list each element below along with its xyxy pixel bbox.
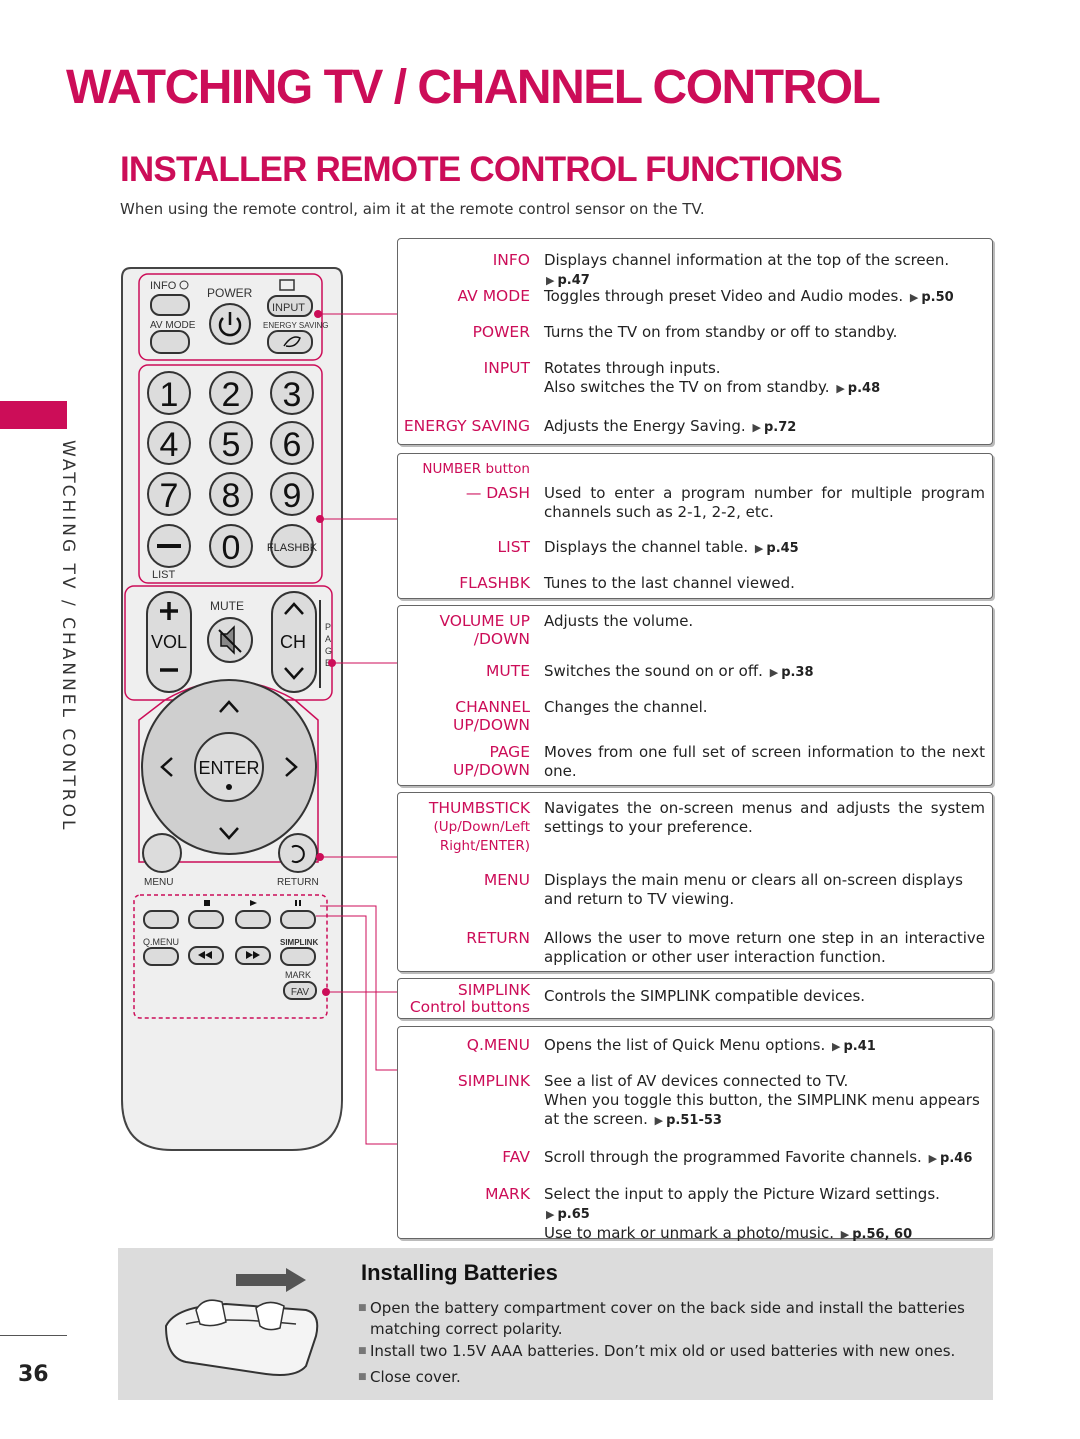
svg-text:SIMPLINK: SIMPLINK <box>280 938 318 947</box>
enter-label: ENTER <box>198 758 259 778</box>
info-button[interactable]: INFO <box>150 280 190 316</box>
svg-text:A: A <box>325 634 331 644</box>
battery-cover-illustration <box>164 1268 319 1376</box>
input-button[interactable]: INPUT <box>267 279 313 317</box>
digit-0-button[interactable]: 0 <box>209 524 253 568</box>
digit-8-button[interactable]: 8 <box>209 472 253 516</box>
svg-text:AV MODE: AV MODE <box>150 320 196 331</box>
page-number: 36 <box>18 1362 49 1387</box>
simplink-button[interactable]: SIMPLINK <box>280 938 318 966</box>
page-ref: p.50 <box>908 290 954 305</box>
section-title: INSTALLER REMOTE CONTROL FUNCTIONS <box>120 150 843 189</box>
qmenu-button[interactable]: Q.MENU <box>143 937 179 966</box>
svg-text:7: 7 <box>160 477 179 515</box>
energy-saving-button[interactable]: ENERGY SAVING <box>263 321 329 354</box>
page-ref: p.48 <box>834 381 880 396</box>
svg-text:1: 1 <box>160 376 179 414</box>
top-button-group <box>138 273 323 361</box>
channel-rocker[interactable]: CH <box>271 591 317 693</box>
side-chapter-label: WATCHING TV / CHANNEL CONTROL <box>58 440 78 833</box>
page-ref: p.72 <box>750 420 796 435</box>
page-ref: p.56, 60 <box>839 1227 912 1242</box>
svg-text:0: 0 <box>222 529 241 567</box>
page-ref: p.46 <box>927 1151 973 1166</box>
flashbk-button[interactable]: FLASHBK <box>267 524 318 568</box>
digit-5-button[interactable]: 5 <box>209 421 253 465</box>
svg-text:Q.MENU: Q.MENU <box>143 937 179 947</box>
svg-text:ENERGY SAVING: ENERGY SAVING <box>263 321 329 330</box>
section-tab-marker <box>0 401 67 429</box>
svg-text:CH: CH <box>280 632 306 652</box>
svg-text:MENU: MENU <box>144 877 173 888</box>
power-button[interactable]: POWER <box>207 286 253 345</box>
battery-instruction: Close cover. <box>358 1367 978 1388</box>
svg-text:9: 9 <box>283 477 302 515</box>
digit-3-button[interactable]: 3 <box>270 371 314 415</box>
page-title: WATCHING TV / CHANNEL CONTROL <box>66 61 881 114</box>
volume-rocker[interactable]: VOL <box>146 591 192 693</box>
return-button[interactable]: RETURN <box>277 833 319 888</box>
digit-7-button[interactable]: 7 <box>147 472 191 516</box>
svg-text:VOL: VOL <box>151 632 187 652</box>
battery-instruction: Install two 1.5V AAA batteries. Don’t mi… <box>358 1341 978 1362</box>
svg-text:POWER: POWER <box>207 286 253 300</box>
svg-text:8: 8 <box>222 477 241 515</box>
function-group-volume-channel: VOLUME UP/DOWN Adjusts the volume. MUTE … <box>397 605 993 786</box>
svg-text:P: P <box>325 622 331 632</box>
dash-button[interactable] <box>147 524 191 568</box>
page-ref: p.41 <box>830 1039 876 1054</box>
svg-text:4: 4 <box>160 426 179 464</box>
page-number-rule <box>0 1335 67 1336</box>
svg-text:FAV: FAV <box>291 987 309 998</box>
remote-control-illustration: INFO POWER INPUT AV MODE ENERGY SAVING 1… <box>121 267 397 1151</box>
menu-button[interactable]: MENU <box>142 833 182 888</box>
fav-button[interactable]: MARK FAV <box>283 970 317 1000</box>
av-mode-button[interactable]: AV MODE <box>150 320 196 354</box>
page-ref: p.51-53 <box>653 1113 722 1128</box>
svg-text:INFO: INFO <box>150 280 177 292</box>
page-ref: p.45 <box>753 541 799 556</box>
function-group-qmenu-simplink: Q.MENU Opens the list of Quick Menu opti… <box>397 1026 993 1242</box>
page-ref: p.65 <box>544 1207 590 1222</box>
svg-text:3: 3 <box>283 376 302 414</box>
simplink-control-buttons[interactable] <box>143 900 316 965</box>
intro-text: When using the remote control, aim it at… <box>120 200 705 218</box>
mute-button[interactable]: MUTE <box>207 599 253 663</box>
page-ref: p.47 <box>544 273 590 288</box>
svg-text:G: G <box>325 646 332 656</box>
svg-text:5: 5 <box>222 426 241 464</box>
digit-2-button[interactable]: 2 <box>209 371 253 415</box>
installing-batteries-panel: Installing Batteries Open the battery co… <box>118 1248 993 1400</box>
svg-text:MUTE: MUTE <box>210 599 244 613</box>
digit-6-button[interactable]: 6 <box>270 421 314 465</box>
callout-dots <box>314 310 336 996</box>
simplink-group <box>133 894 328 1019</box>
digit-9-button[interactable]: 9 <box>270 472 314 516</box>
svg-text:INPUT: INPUT <box>272 302 305 314</box>
callout-leader-lines <box>316 313 397 1145</box>
batteries-heading: Installing Batteries <box>361 1260 558 1285</box>
svg-text:6: 6 <box>283 426 302 464</box>
svg-text:FLASHBK: FLASHBK <box>267 542 318 554</box>
page-ref: p.38 <box>768 665 814 680</box>
function-group-top-buttons: INFO Displays channel information at the… <box>397 238 993 445</box>
digit-1-button[interactable]: 1 <box>147 371 191 415</box>
digit-4-button[interactable]: 4 <box>147 421 191 465</box>
mark-label: MARK <box>285 970 311 980</box>
list-label: LIST <box>152 569 176 581</box>
battery-instruction: Open the battery compartment cover on th… <box>358 1298 978 1340</box>
number-button-group <box>138 364 323 584</box>
function-group-number-buttons: NUMBER button — DASH Used to enter a pro… <box>397 453 993 599</box>
thumbstick[interactable]: ENTER <box>141 679 317 855</box>
svg-text:2: 2 <box>222 376 241 414</box>
svg-text:RETURN: RETURN <box>277 877 319 888</box>
